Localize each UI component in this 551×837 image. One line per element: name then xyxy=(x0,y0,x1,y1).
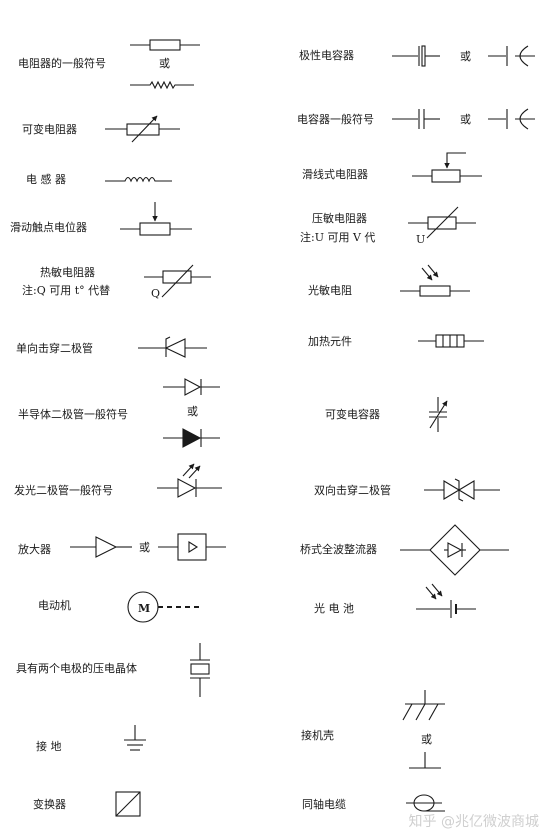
thermistor-q: Q xyxy=(151,287,160,300)
label-amplifier: 放大器 xyxy=(18,543,51,556)
motor-symbol xyxy=(127,591,202,623)
resistor-symbol xyxy=(130,39,200,51)
label-ground: 接 地 xyxy=(36,740,62,753)
label-chassis: 接机壳 xyxy=(301,729,334,742)
thermistor-symbol xyxy=(144,264,211,298)
piezo-crystal-symbol xyxy=(190,643,210,697)
ground-symbol xyxy=(124,725,146,751)
variable-resistor-symbol xyxy=(105,115,180,143)
label-thermistor: 热敏电阻器 xyxy=(40,266,95,279)
amplifier-box-symbol xyxy=(158,533,226,561)
label-bridge-rectifier: 桥式全波整流器 xyxy=(300,543,377,556)
label-polar-capacitor: 极性电容器 xyxy=(299,49,354,62)
label-slide-resistor: 滑线式电阻器 xyxy=(302,168,368,181)
label-inductor: 电 感 器 xyxy=(26,173,66,186)
varistor-u: U xyxy=(416,233,425,246)
or-amplifier: 或 xyxy=(139,541,150,554)
label-photoresistor: 光敏电阻 xyxy=(308,284,352,297)
label-varistor: 压敏电阻器 xyxy=(312,212,367,225)
or-chassis: 或 xyxy=(421,733,432,746)
or-resistor: 或 xyxy=(159,57,170,70)
amplifier-triangle-symbol xyxy=(70,536,132,558)
photoresistor-symbol xyxy=(400,264,470,297)
label-led: 发光二极管一般符号 xyxy=(14,484,113,497)
motor-m: M xyxy=(138,602,150,615)
label-variable-resistor: 可变电阻器 xyxy=(22,123,77,136)
label-heating-element: 加热元件 xyxy=(308,335,352,348)
polar-capacitor-symbol xyxy=(392,45,440,67)
capacitor-alt-symbol xyxy=(488,108,535,130)
label-potentiometer: 滑动触点电位器 xyxy=(10,221,87,234)
chassis-symbol xyxy=(402,690,445,721)
label-resistor-general: 电阻器的一般符号 xyxy=(18,57,106,70)
label-diode-general: 半导体二极管一般符号 xyxy=(18,408,128,421)
potentiometer-symbol xyxy=(120,202,192,236)
watermark: 知乎 @兆亿微波商城 xyxy=(408,814,539,830)
inductor-symbol xyxy=(105,176,172,183)
label-zener-diode: 单向击穿二极管 xyxy=(16,342,93,355)
note-varistor: 注:U 可用 V 代 xyxy=(300,231,376,244)
or-polar-capacitor: 或 xyxy=(460,50,471,63)
photocell-symbol xyxy=(416,583,476,618)
label-converter: 变换器 xyxy=(33,798,66,811)
or-diode: 或 xyxy=(187,405,198,418)
label-coaxial-cable: 同轴电缆 xyxy=(302,798,346,811)
slide-resistor-symbol xyxy=(412,152,482,183)
note-thermistor: 注:Q 可用 t° 代替 xyxy=(22,284,111,297)
label-variable-capacitor: 可变电容器 xyxy=(325,408,380,421)
label-capacitor-general: 电容器一般符号 xyxy=(297,113,374,126)
diode-outline-symbol xyxy=(163,378,220,396)
variable-capacitor-symbol xyxy=(429,397,448,432)
diode-filled-symbol xyxy=(163,428,220,448)
varistor-symbol xyxy=(408,206,476,239)
bridge-rectifier-symbol xyxy=(400,524,509,576)
heating-element-symbol xyxy=(418,334,484,348)
label-motor: 电动机 xyxy=(38,599,71,612)
led-symbol xyxy=(157,463,222,498)
resistor-alt-symbol xyxy=(130,80,194,90)
bidirectional-diode-symbol xyxy=(424,478,500,502)
or-capacitor: 或 xyxy=(460,113,471,126)
coaxial-cable-symbol xyxy=(406,794,445,812)
zener-diode-symbol xyxy=(138,336,207,358)
label-bidirectional-diode: 双向击穿二极管 xyxy=(314,484,391,497)
chassis-alt-symbol xyxy=(409,752,441,769)
polar-capacitor-alt-symbol xyxy=(488,45,535,67)
label-piezo-crystal: 具有两个电极的压电晶体 xyxy=(16,662,137,675)
converter-symbol xyxy=(115,791,141,817)
capacitor-symbol xyxy=(392,109,440,129)
label-photocell: 光 电 池 xyxy=(314,602,354,615)
